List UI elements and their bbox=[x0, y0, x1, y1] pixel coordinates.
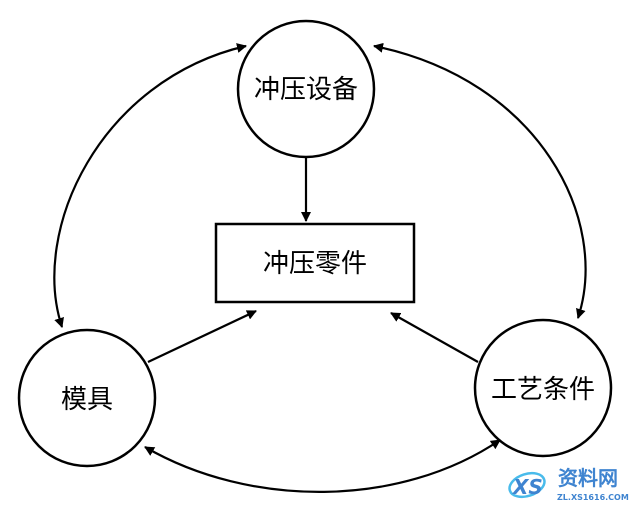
node-mold: 模具 bbox=[17, 328, 157, 468]
node-stamping-equipment: 冲压设备 bbox=[236, 19, 376, 159]
watermark-logo-icon: XS bbox=[508, 471, 546, 499]
arrow-equipment-process-bidirectional bbox=[373, 42, 587, 319]
arrow-mold-to-part bbox=[147, 310, 257, 363]
watermark-logo-text: XS bbox=[511, 475, 543, 499]
watermark-site-name: 资料网 bbox=[558, 466, 618, 490]
arrow-mold-process-bidirectional bbox=[144, 439, 501, 493]
watermark: XS 资料网 ZL.XS1616.COM bbox=[508, 466, 629, 502]
node-process-conditions-label: 工艺条件 bbox=[491, 375, 595, 405]
node-stamped-part: 冲压零件 bbox=[214, 222, 416, 304]
arrow-process-to-part bbox=[390, 312, 479, 363]
watermark-site-url: ZL.XS1616.COM bbox=[557, 493, 629, 502]
arrow-equipment-mold-bidirectional bbox=[53, 43, 247, 328]
node-mold-label: 模具 bbox=[61, 385, 113, 415]
node-process-conditions: 工艺条件 bbox=[473, 318, 613, 458]
node-stamping-equipment-label: 冲压设备 bbox=[254, 75, 358, 105]
node-stamped-part-label: 冲压零件 bbox=[263, 249, 367, 279]
